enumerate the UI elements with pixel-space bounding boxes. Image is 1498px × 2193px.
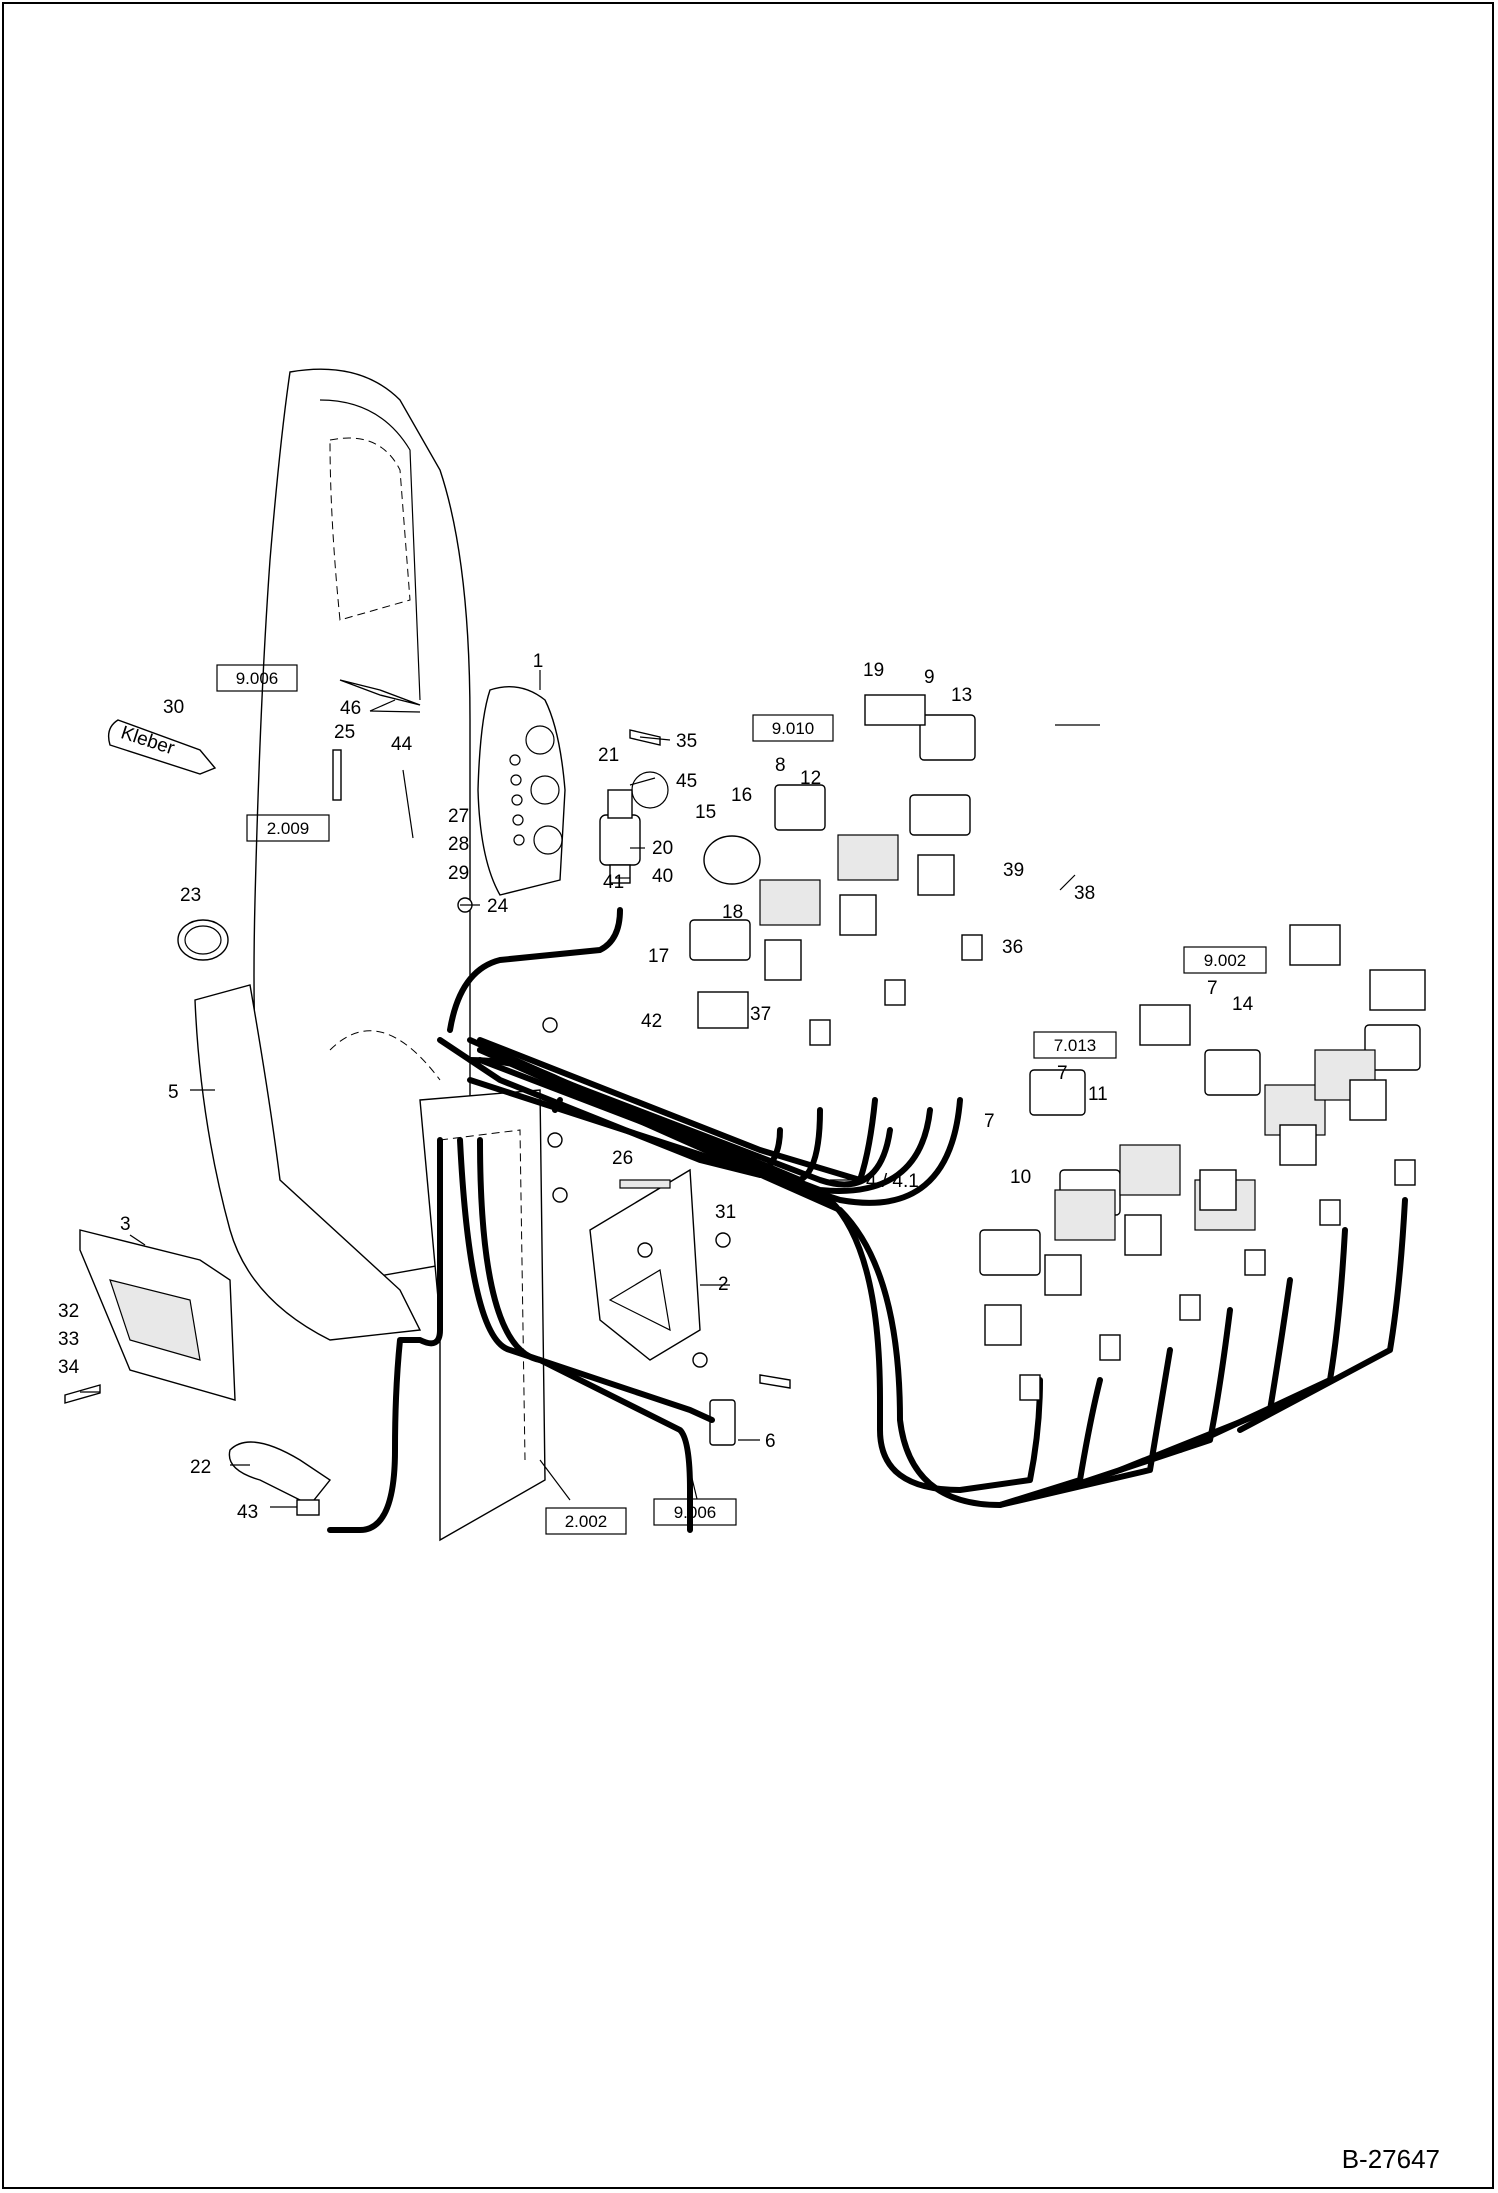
small-parts: [64, 679, 791, 1404]
part-number: 29: [448, 863, 469, 884]
part-number: 17: [648, 946, 669, 967]
part-number: 16: [731, 785, 752, 806]
part-number: 6: [765, 1431, 776, 1452]
label-plate: [79, 1229, 236, 1401]
part-number: 7: [984, 1111, 995, 1132]
part-number: 40: [652, 866, 673, 887]
part-number: 4 / 4.1: [866, 1171, 919, 1192]
part-number: 19: [863, 660, 884, 681]
reference-box-text: 7.013: [1054, 1036, 1097, 1055]
part-number: 33: [58, 1329, 79, 1350]
reference-box-9006-bottom: 9.006: [653, 1498, 737, 1526]
reference-box-9002: 9.002: [1183, 946, 1267, 974]
part-number: 44: [391, 734, 413, 755]
part-number: 11: [1088, 1084, 1108, 1105]
part-number: 25: [334, 722, 355, 743]
switch-bank-upper: [689, 694, 983, 1046]
part-number: 3: [120, 1214, 131, 1235]
ignition-switch: [599, 771, 669, 884]
ring-23: [177, 919, 229, 961]
part-number: 22: [190, 1457, 211, 1478]
part-number: 30: [163, 697, 184, 718]
reference-box-text: 2.009: [267, 819, 310, 838]
part-number: 35: [676, 731, 697, 752]
reference-box-text: 9.002: [1204, 951, 1247, 970]
part-number: 41: [603, 872, 624, 893]
part-number: 43: [237, 1502, 258, 1523]
part-number: 42: [641, 1011, 662, 1032]
reference-box-9006-top: 9.006: [216, 664, 298, 692]
part-number: 46: [340, 698, 361, 719]
leader-lines: [80, 670, 1100, 1508]
side-panel-5: [194, 984, 422, 1341]
part-number: 37: [750, 1004, 771, 1025]
part-number: 9: [924, 667, 935, 688]
reference-box-text: 9.006: [236, 669, 279, 688]
part-number: 23: [180, 885, 201, 906]
reference-box-text: 9.006: [674, 1503, 717, 1522]
part-number: 20: [652, 838, 673, 859]
reference-box-2009: 2.009: [246, 814, 330, 842]
part-number: 27: [448, 806, 469, 827]
part-number: 34: [58, 1357, 80, 1378]
socket-22: [228, 1441, 332, 1516]
part-number: 13: [951, 685, 972, 706]
document-number: B-27647: [1342, 2144, 1440, 2174]
reference-box-7013: 7.013: [1033, 1031, 1117, 1059]
part-labels: 1 2 3 4 / 4.1 5 6 7 7 7 8 9 10 11 12 13 …: [58, 651, 1254, 1523]
reference-box-text: 9.010: [772, 719, 815, 738]
part-number: 1: [533, 651, 544, 672]
part-number: 24: [487, 896, 509, 917]
part-number: 45: [676, 771, 697, 792]
reference-box-2002: 2.002: [545, 1507, 627, 1535]
glue-tube: Kleber: [107, 719, 217, 775]
part-number: 14: [1232, 994, 1254, 1015]
part-number: 18: [722, 902, 743, 923]
part-number: 26: [612, 1148, 633, 1169]
part-number: 5: [168, 1082, 179, 1103]
part-number: 39: [1003, 860, 1024, 881]
part-number: 32: [58, 1301, 79, 1322]
part-number: 38: [1074, 883, 1095, 904]
part-number: 2: [718, 1274, 729, 1295]
part-number: 7: [1057, 1063, 1068, 1084]
reference-box-text: 2.002: [565, 1512, 608, 1531]
part-number: 28: [448, 834, 469, 855]
connector-6: [709, 1399, 736, 1446]
cover-plate: [589, 1168, 701, 1361]
part-number: 15: [695, 802, 716, 823]
part-number: 12: [800, 768, 821, 789]
switch-bank-lower: [979, 924, 1426, 1401]
part-number: 36: [1002, 937, 1023, 958]
part-number: 10: [1010, 1167, 1031, 1188]
part-number: 31: [715, 1202, 736, 1223]
part-number: 7: [1207, 978, 1218, 999]
part-number: 8: [775, 755, 786, 776]
reference-box-9010: 9.010: [752, 714, 834, 742]
cable-harness: [327, 907, 1408, 1533]
instrument-cluster: [477, 686, 566, 896]
part-number: 21: [598, 745, 619, 766]
